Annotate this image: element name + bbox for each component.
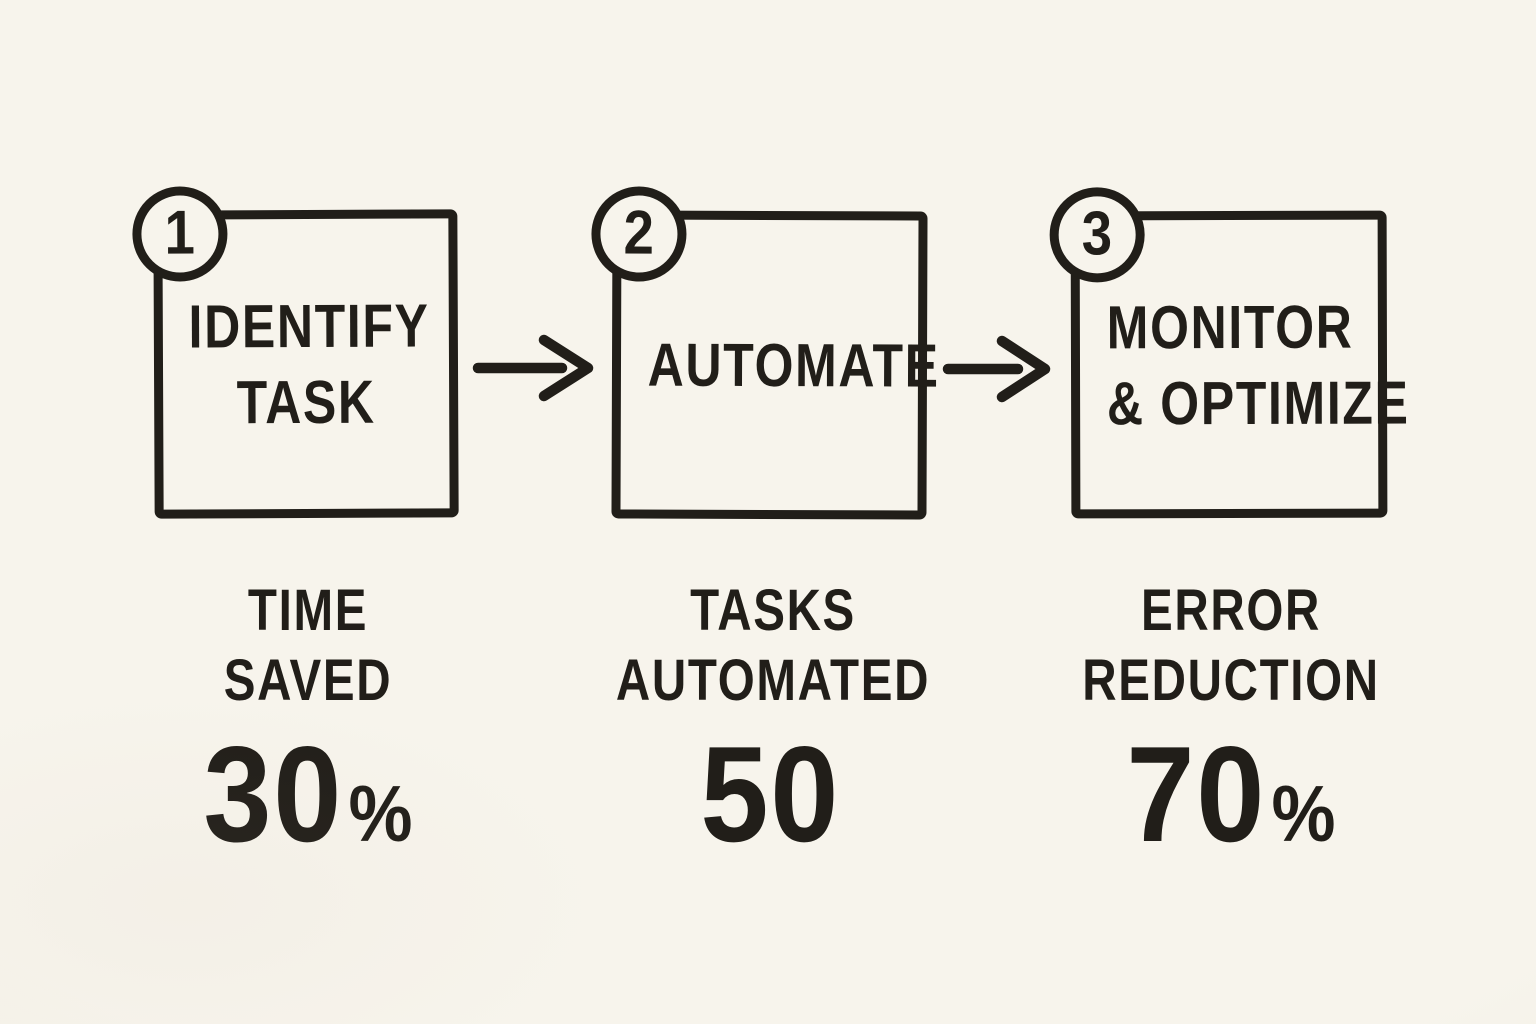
stat-error-reduction: ERROR REDUCTION 70%	[1001, 576, 1461, 907]
stat-time-saved-label: TIME SAVED	[78, 576, 538, 716]
step-2-title-line-1: AUTOMATE	[647, 330, 940, 400]
step-2-title: AUTOMATE	[621, 326, 940, 403]
step-3-title: MONITOR & OPTIMIZE	[1080, 288, 1410, 441]
stat-label-line: AUTOMATED	[615, 648, 931, 713]
step-2-number-badge: 2	[591, 186, 687, 282]
stat-tasks-automated-value: 50	[566, 724, 980, 907]
step-2-number: 2	[623, 197, 655, 268]
stat-label-line: ERROR	[1141, 578, 1321, 643]
stat-tasks-automated-label: TASKS AUTOMATED	[543, 576, 1003, 716]
step-1-number: 1	[164, 197, 196, 268]
step-3-title-line-2: & OPTIMIZE	[1106, 368, 1410, 437]
stat-value-number: 30	[203, 718, 344, 870]
stat-label-line: TIME	[247, 578, 369, 643]
stat-time-saved: TIME SAVED 30%	[78, 576, 538, 907]
step-3-number-badge: 3	[1049, 187, 1145, 283]
stat-value-unit: %	[348, 769, 413, 858]
step-box-identify-task: 1 IDENTIFY TASK	[132, 186, 459, 519]
step-box-automate: 2 AUTOMATE	[591, 186, 940, 520]
arrow-right-icon	[942, 335, 1051, 403]
step-3-title-line-1: MONITOR	[1106, 292, 1354, 361]
step-box-monitor-optimize: 3 MONITOR & OPTIMIZE	[1049, 187, 1410, 519]
stat-time-saved-value: 30%	[101, 724, 515, 907]
step-3-number: 3	[1081, 198, 1113, 268]
stat-label-line: SAVED	[223, 648, 393, 713]
arrow-right-icon	[472, 334, 594, 402]
step-1-number-badge: 1	[132, 186, 228, 282]
stat-label-line: TASKS	[690, 578, 856, 643]
step-1-title-line-1: IDENTIFY	[188, 291, 430, 361]
stat-value-number: 50	[700, 718, 841, 870]
stat-error-reduction-value: 70%	[1024, 724, 1438, 907]
stat-value-number: 70	[1126, 718, 1267, 870]
step-1-title-line-2: TASK	[236, 367, 376, 437]
stat-tasks-automated: TASKS AUTOMATED 50	[543, 576, 1003, 907]
stat-label-line: REDUCTION	[1082, 648, 1380, 713]
stat-error-reduction-label: ERROR REDUCTION	[1001, 576, 1461, 716]
stat-value-unit: %	[1271, 769, 1336, 858]
step-1-title: IDENTIFY TASK	[163, 287, 450, 440]
